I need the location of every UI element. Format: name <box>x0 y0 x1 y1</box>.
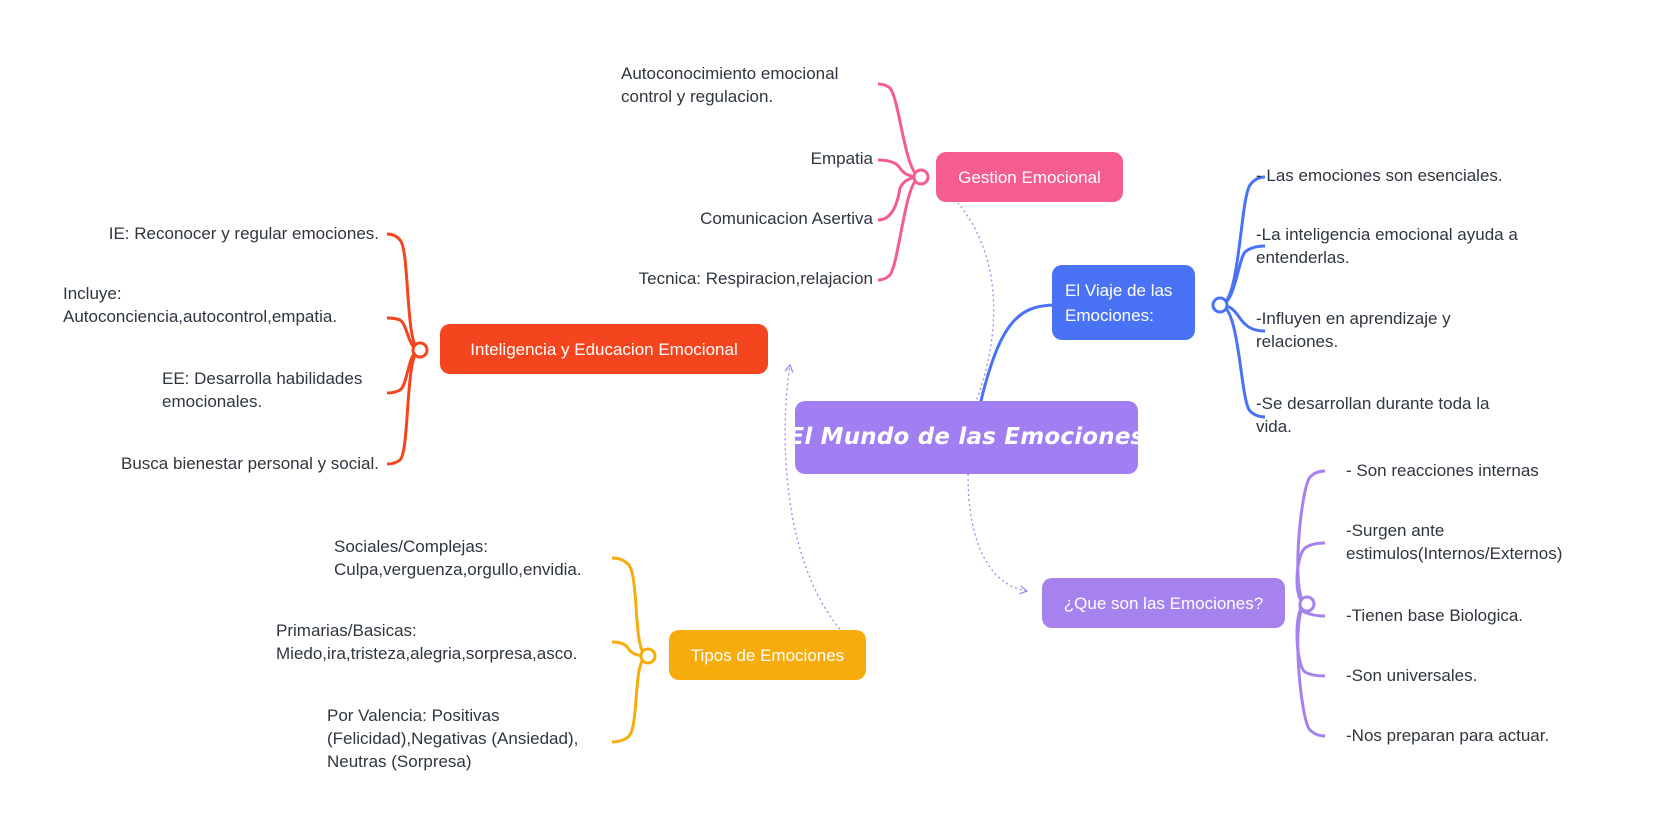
gestion-leaf-autoconocimiento[interactable]: Autoconocimiento emocional control y reg… <box>621 64 839 106</box>
tipos-leaf-primarias[interactable]: Primarias/Basicas: Miedo,ira,tristeza,al… <box>276 621 578 663</box>
viaje-branch-lines <box>1211 175 1266 419</box>
inteligencia-leaf-ee[interactable]: EE: Desarrolla habilidades emocionales. <box>162 369 363 411</box>
queson-leaf-preparan[interactable]: -Nos preparan para actuar. <box>1346 726 1550 745</box>
viaje-leaf-influyen[interactable]: -Influyen en aprendizaje y relaciones. <box>1256 309 1451 351</box>
tipos-leaf-sociales[interactable]: Sociales/Complejas: Culpa,verguenza,orgu… <box>334 537 582 579</box>
gestion-leaf-tecnica[interactable]: Tecnica: Respiracion,relajacion <box>638 269 873 288</box>
branch-viaje-emociones[interactable]: El Viaje de las Emociones: <box>1052 265 1195 340</box>
branch-gestion-emocional[interactable]: Gestion Emocional <box>936 152 1123 202</box>
inteligencia-leaf-bienestar[interactable]: Busca bienestar personal y social. <box>121 454 379 473</box>
gestion-leaf-empatia[interactable]: Empatia <box>810 149 873 168</box>
gestion-leaf-comunicacion[interactable]: Comunicacion Asertiva <box>700 209 873 228</box>
queson-leaf-reacciones[interactable]: - Son reacciones internas <box>1346 461 1539 480</box>
inteligencia-leaf-incluye[interactable]: Incluye: Autoconciencia,autocontrol,empa… <box>63 284 338 326</box>
queson-leaf-biologica[interactable]: -Tienen base Biologica. <box>1346 606 1524 625</box>
relation-central-queson <box>967 473 1029 595</box>
relation-tipos-inteligencia <box>784 363 844 634</box>
central-topic[interactable]: El Mundo de las Emociones <box>788 401 1144 474</box>
queson-branch-lines <box>1295 469 1326 738</box>
queson-leaf-surgen[interactable]: -Surgen ante estimulos(Internos/Externos… <box>1346 521 1563 563</box>
connector-central-viaje <box>978 303 1057 406</box>
branch-tipos-emociones[interactable]: Tipos de Emociones <box>669 630 866 680</box>
inteligencia-branch-lines <box>386 232 429 466</box>
gestion-branch-lines <box>877 82 930 282</box>
viaje-leaf-desarrollan[interactable]: -Se desarrollan durante toda la vida. <box>1256 394 1490 436</box>
viaje-leaf-inteligencia[interactable]: -La inteligencia emocional ayuda a enten… <box>1256 225 1518 267</box>
tipos-leaf-valencia[interactable]: Por Valencia: Positivas (Felicidad),Nega… <box>327 706 579 771</box>
queson-leaf-universales[interactable]: -Son universales. <box>1346 666 1478 685</box>
viaje-leaf-esenciales[interactable]: - Las emociones son esenciales. <box>1256 166 1503 185</box>
branch-inteligencia-educacion[interactable]: Inteligencia y Educacion Emocional <box>440 324 768 374</box>
tipos-branch-lines <box>611 556 657 744</box>
relation-central-gestion <box>957 202 995 405</box>
inteligencia-leaf-ie[interactable]: IE: Reconocer y regular emociones. <box>108 224 379 243</box>
branch-que-son-emociones[interactable]: ¿Que son las Emociones? <box>1042 578 1285 628</box>
